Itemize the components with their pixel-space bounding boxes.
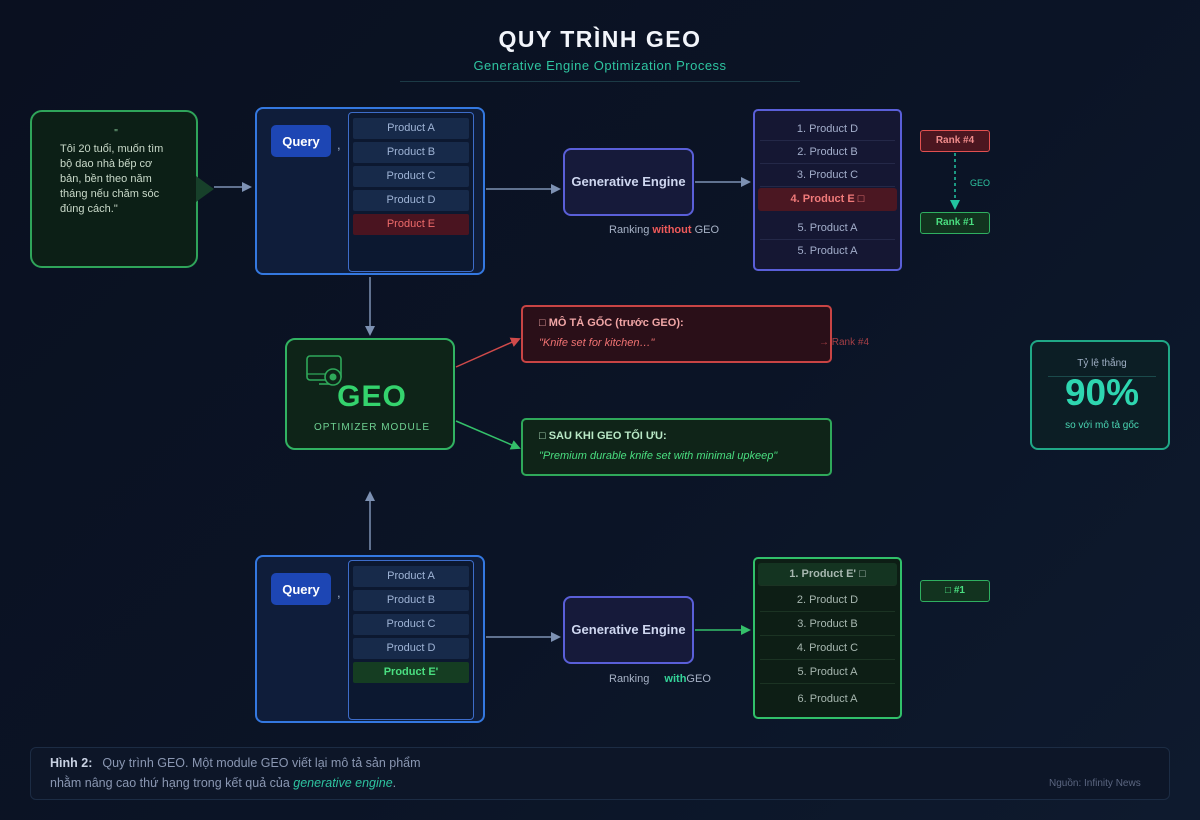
ranking-item: 5. Product A — [760, 217, 895, 240]
product-item: Product C — [353, 614, 469, 635]
ranking-item: 2. Product D — [760, 589, 895, 612]
query-panel-bottom: Query , Product A Product B Product C Pr… — [255, 555, 485, 723]
user-query-text: Tôi 20 tuổi, muốn tìm bộ dao nhà bếp cơ … — [60, 143, 164, 215]
product-item-optimized: Product E' — [353, 662, 469, 683]
win-rate-label: Tỷ lệ thắng — [1077, 358, 1127, 369]
query-panel-top: Query , Product A Product B Product C Pr… — [255, 107, 485, 275]
ranking-item: 3. Product C — [760, 164, 895, 187]
product-list-bottom: Product A Product B Product C Product D … — [348, 560, 474, 720]
monitor-search-icon — [306, 355, 342, 386]
ranking-list-top: 1. Product D 2. Product B 3. Product C 4… — [753, 109, 902, 271]
ranking-item-target: 1. Product E' □ — [758, 563, 897, 586]
geo-subtitle: OPTIMIZER MODULE — [313, 422, 430, 433]
caption-text-1: Quy trình GEO. Một module GEO viết lại m… — [102, 756, 421, 770]
geo-title: GEO — [337, 380, 407, 413]
product-item: Product A — [353, 566, 469, 587]
optimized-description-heading: □ SAU KHI GEO TỐI ƯU: — [539, 430, 667, 442]
figure-caption: Hình 2: Quy trình GEO. Một module GEO viế… — [30, 747, 1170, 800]
bubble-tail — [196, 176, 214, 202]
quote-mark: " — [114, 128, 118, 139]
caption-text-2: nhằm nâng cao thứ hạng trong kết quả của — [50, 776, 294, 790]
optimized-description-card: □ SAU KHI GEO TỐI ƯU: "Premium durable k… — [521, 418, 832, 476]
query-chip-bottom: Query — [271, 573, 331, 605]
caption-prefix: Ranking — [609, 673, 653, 685]
win-rate-divider — [1048, 376, 1156, 377]
title-divider — [400, 81, 800, 82]
page-subtitle: Generative Engine Optimization Process — [473, 58, 727, 73]
ranking-item: 4. Product C — [760, 637, 895, 660]
product-item: Product D — [353, 190, 469, 211]
product-item: Product C — [353, 166, 469, 187]
optimized-description-text: "Premium durable knife set with minimal … — [539, 450, 778, 462]
win-rate-value: 90% — [1064, 372, 1140, 413]
ranking-list-bottom: 1. Product E' □ 2. Product D 3. Product … — [753, 557, 902, 719]
original-description-heading: □ MÔ TẢ GỐC (trước GEO): — [539, 317, 684, 329]
ranking-item: 5. Product A — [797, 245, 858, 257]
win-rate-card: Tỷ lệ thắng 90% so với mô tả gốc — [1030, 340, 1170, 450]
caption-text-3: . — [392, 776, 397, 790]
product-item-target: Product E — [353, 214, 469, 235]
rank-badge-before: Rank #4 — [920, 130, 990, 152]
rank-badge-after: Rank #1 — [920, 212, 990, 234]
product-list-top: Product A Product B Product C Product D … — [348, 112, 474, 272]
arrow-geo-to-optimized — [455, 420, 521, 450]
query-separator-top: , — [337, 137, 341, 152]
caption-keyword: without — [652, 224, 692, 236]
caption-emphasis: generative engine — [293, 776, 393, 790]
geo-optimizer-module: GEO OPTIMIZER MODULE — [285, 338, 455, 450]
original-description-card: □ MÔ TẢ GỐC (trước GEO): "Knife set for … — [521, 305, 869, 363]
caption-suffix: GEO — [691, 224, 720, 236]
win-rate-note: so với mô tả gốc — [1065, 420, 1139, 431]
rank-arrow-label: GEO — [970, 178, 991, 188]
ranking-item: 3. Product B — [760, 613, 895, 636]
caption-label: Hình 2: — [50, 756, 93, 770]
generative-engine-bottom: Generative Engine — [563, 596, 694, 664]
ranking-item-target: 4. Product E □ — [758, 188, 897, 211]
rank-badge-optimized: □ #1 — [920, 580, 990, 602]
ranking-item: 2. Product B — [760, 141, 895, 164]
query-chip-top: Query — [271, 125, 331, 157]
product-item: Product A — [353, 118, 469, 139]
product-item: Product D — [353, 638, 469, 659]
original-description-rank: → Rank #4 — [819, 337, 870, 348]
source-credit: Nguồn: Infinity News — [1049, 778, 1141, 789]
product-item: Product B — [353, 142, 469, 163]
ranking-item: 6. Product A — [797, 693, 858, 705]
caption-line-2: nhằm nâng cao thứ hạng trong kết quả của… — [50, 776, 396, 790]
caption-keyword: with — [664, 673, 687, 685]
ranking-caption-top: Ranking without GEO — [609, 224, 719, 236]
arrow-geo-to-original — [455, 337, 521, 368]
ranking-caption-bottom: Ranking withGEO — [609, 673, 711, 685]
caption-prefix: Ranking — [609, 224, 653, 236]
ranking-item: 1. Product D — [760, 118, 895, 141]
product-item: Product B — [353, 590, 469, 611]
caption-line-1: Hình 2: Quy trình GEO. Một module GEO viế… — [50, 756, 421, 770]
user-query-bubble: " Tôi 20 tuổi, muốn tìm bộ dao nhà bếp c… — [30, 110, 198, 268]
query-separator-bottom: , — [337, 585, 341, 600]
generative-engine-top: Generative Engine — [563, 148, 694, 216]
page-title: QUY TRÌNH GEO — [498, 26, 702, 52]
ranking-item: 5. Product A — [760, 661, 895, 684]
original-description-text: "Knife set for kitchen…" — [539, 337, 655, 349]
caption-suffix: GEO — [686, 673, 711, 685]
